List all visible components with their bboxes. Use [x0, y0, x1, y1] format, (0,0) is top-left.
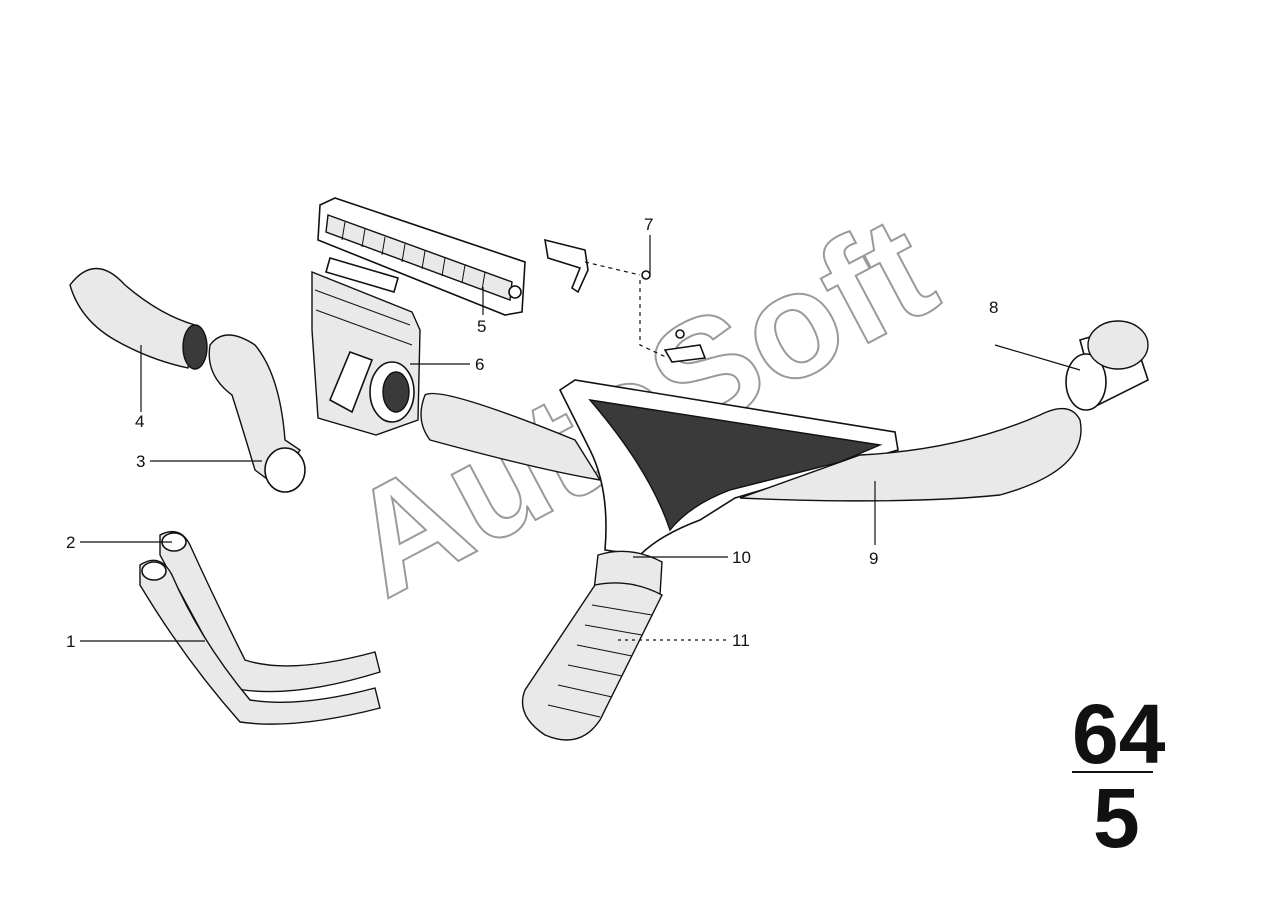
callout-2: 2: [66, 533, 75, 552]
callout-11: 11: [732, 631, 750, 650]
part-11-corrugated-hose: [521, 582, 663, 741]
part-9-air-duct: [420, 379, 1082, 556]
callout-8: 8: [989, 298, 998, 317]
callout-7: 7: [644, 215, 653, 234]
group-code-main: 64: [1072, 687, 1166, 781]
callout-9: 9: [869, 549, 878, 568]
part-5-air-vent-grille: [317, 197, 526, 316]
callout-5: 5: [477, 317, 486, 336]
callout-3: 3: [136, 452, 145, 471]
callout-4: 4: [135, 412, 144, 431]
part-6-heater-housing: [311, 270, 421, 436]
group-code-sub: 5: [1093, 771, 1140, 865]
part-1-2-twin-hoses: [139, 531, 381, 725]
leader-8: [994, 344, 1081, 371]
part-8-outlet-nozzle: [1065, 320, 1149, 411]
callout-6: 6: [475, 355, 484, 374]
part-7-bracket: [544, 238, 707, 363]
leader-lines: [80, 235, 1081, 642]
group-code: 64 5: [1072, 687, 1166, 865]
part-4-hose: [69, 268, 208, 370]
callout-10: 10: [732, 548, 751, 567]
callout-1: 1: [66, 632, 75, 651]
part-3-hose-elbow: [208, 334, 306, 493]
callout-labels: 1 2 3 4 5 6 7 8 9 10 11: [66, 215, 998, 651]
